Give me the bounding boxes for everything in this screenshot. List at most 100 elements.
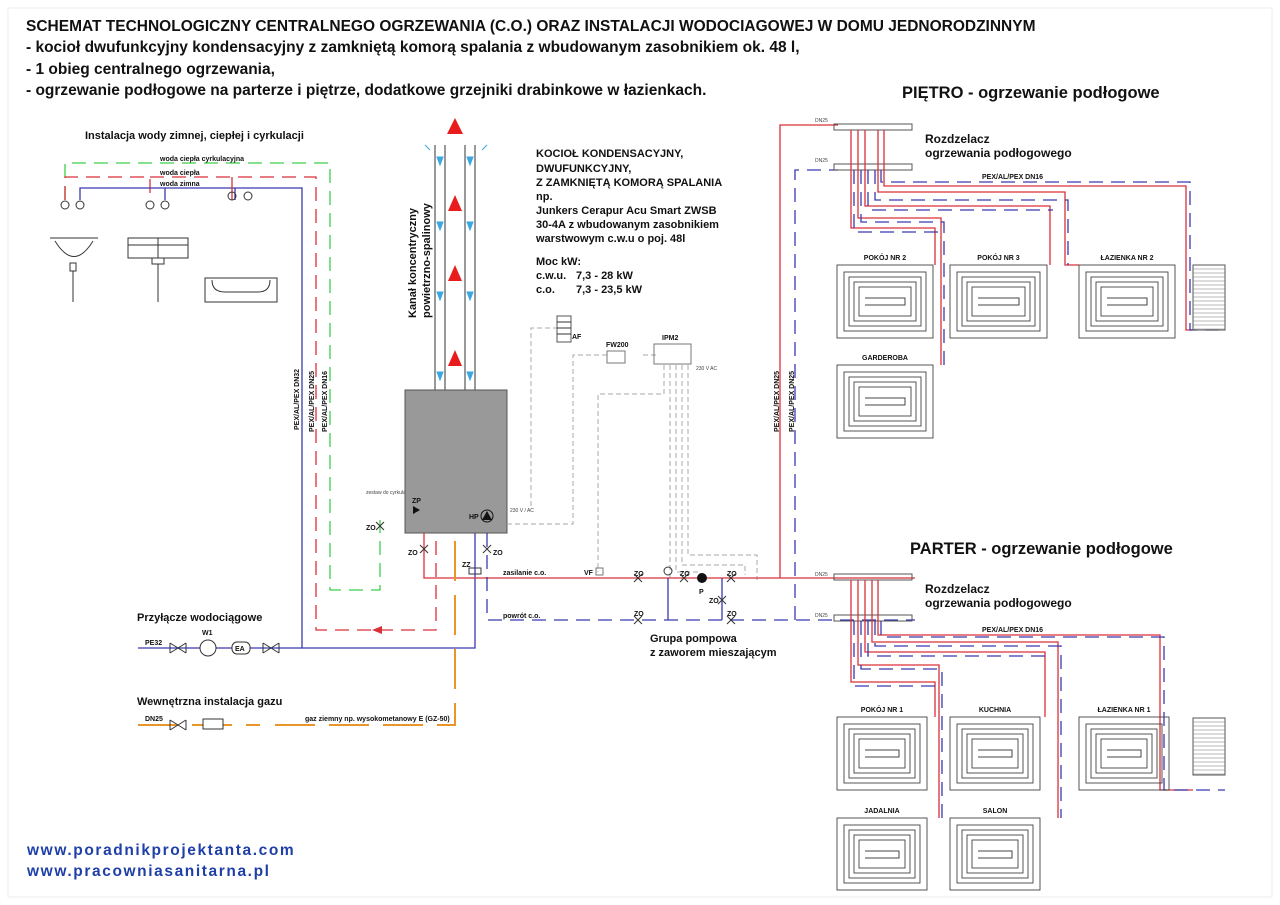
coil-loop [853, 281, 917, 322]
boiler-desc-7: warstwowym c.w.u o poj. 48l [535, 233, 685, 245]
mixing-pump-icon [697, 573, 707, 583]
coil-loop [949, 716, 1041, 791]
coil-loop [949, 817, 1041, 891]
power-cwu-label: c.w.u. [536, 270, 566, 282]
coil-loop [843, 824, 921, 884]
coil-loop [836, 264, 934, 339]
subtitle-line-2: - 1 obieg centralnego ogrzewania, [26, 61, 275, 78]
control-wires [507, 327, 758, 580]
room-coil: ŁAZIENKA NR 1 [1078, 707, 1170, 791]
room-label: KUCHNIA [979, 707, 1011, 714]
coil-loop [1085, 723, 1163, 784]
backflow-preventer-icon [231, 641, 251, 655]
boiler-voltage: 230 V / AC [510, 508, 534, 514]
coil-loop [836, 364, 934, 439]
boiler-desc-1: KOCIOŁ KONDENSACYJNY, [536, 148, 683, 160]
pipe-label: PEX/AL/PEX DN16 [982, 174, 1043, 181]
ground-floor-title: PARTER - ogrzewanie podłogowe [910, 540, 1173, 558]
power-title: Moc kW: [536, 256, 581, 268]
flow-arrow-icon [372, 626, 382, 634]
manifold-label-1: Rozdzelacz [925, 582, 990, 596]
room-coil: SALON [949, 808, 1041, 891]
supply-label: zasilanie c.o. [503, 570, 546, 577]
coil-loop [1090, 276, 1164, 327]
dn-supply: DN25 [815, 572, 828, 578]
valve-icons [419, 544, 736, 625]
room-label: ŁAZIENKA NR 1 [1097, 707, 1150, 714]
ipm2-module-icon [653, 343, 692, 365]
controls: AF FW200 IPM2 230 V AC VF [507, 315, 758, 580]
zo-label: ZO [634, 611, 644, 618]
coil-loop [843, 723, 921, 784]
towel-radiator-icon [1192, 717, 1226, 776]
manifold-supply [833, 123, 913, 131]
power-cwu: 7,3 - 28 kW [576, 270, 633, 282]
coil-loop [853, 733, 911, 774]
fw200-controller-icon [606, 350, 626, 364]
coil-loop [848, 728, 916, 779]
coil-center [865, 850, 900, 859]
coil-loop [1078, 716, 1170, 791]
room-coil: ŁAZIENKA NR 2 [1078, 255, 1176, 339]
valve-icons [169, 642, 280, 654]
frame [7, 7, 1273, 898]
brick-lines [557, 321, 571, 335]
coil-loop [961, 276, 1036, 327]
pump-group-label-2: z zaworem mieszającym [650, 647, 777, 659]
pump-group-label-1: Grupa pompowa [650, 633, 738, 645]
pipe-label: PEX/AL/PEX DN16 [982, 627, 1043, 634]
coil-loop [853, 381, 917, 422]
coil-center [865, 397, 906, 406]
room-label: POKÓJ NR 2 [864, 253, 907, 262]
coil-loop [961, 829, 1029, 879]
return-pipe [486, 169, 915, 621]
circulation-pipe [64, 162, 381, 591]
coil-loop [1090, 728, 1158, 779]
sink-icon [127, 237, 189, 302]
exhaust-arrow-icons [447, 118, 463, 366]
boiler: ZP HP 230 V / AC KOCIOŁ KONDENSACYJNY, D… [404, 148, 722, 534]
coil-center [865, 297, 906, 306]
vf-label: VF [584, 570, 594, 577]
towel-radiator-icon [1192, 264, 1226, 331]
ground-supply-loops [850, 580, 1193, 818]
circ-set-label: zestaw do cyrkulacji [366, 490, 410, 496]
upper-floor: PIĘTRO - ogrzewanie podłogowe DN25 DN25 … [815, 84, 1225, 365]
ipm2-label: IPM2 [662, 335, 678, 342]
manifold-supply [833, 573, 913, 581]
coil-center [865, 749, 900, 758]
dn-return: DN25 [815, 158, 828, 164]
footer-url-1[interactable]: www.poradnikprojektanta.com [26, 842, 295, 859]
zo-label: ZO [727, 571, 737, 578]
room-label: GARDEROBA [862, 355, 908, 362]
riser-label-supply: PEX/AL/PEX DN25 [774, 371, 781, 432]
pump-triangle-icon [482, 511, 492, 520]
flue-duct: Kanał koncentryczny powietrzno-spalinowy [407, 118, 488, 390]
zo-label: ZO [709, 598, 719, 605]
hot-label: woda ciepła [159, 170, 200, 177]
footer-url-2[interactable]: www.pracowniasanitarna.pl [26, 863, 271, 880]
hot-water-pipe [64, 176, 437, 631]
manifold-return [833, 614, 913, 622]
boiler-body [404, 389, 508, 534]
zo-label: ZO [634, 571, 644, 578]
manifold-label-1: Rozdzelacz [925, 132, 990, 146]
washbasin-icon [50, 237, 98, 302]
boiler-desc-4: np. [536, 191, 553, 203]
heating-pump-icon [480, 509, 494, 523]
subtitle-line-3: - ogrzewanie podłogowe na parterze i pię… [26, 82, 706, 99]
zz-label: ZZ [462, 562, 471, 569]
power-co: 7,3 - 23,5 kW [576, 284, 643, 296]
coil-center [978, 297, 1020, 306]
coil-center [1107, 297, 1148, 306]
upper-return-loops [853, 170, 1225, 365]
riser-label-dn25: PEX/AL/PEX DN25 [309, 371, 316, 432]
gas-installation: Wewnętrzna instalacja gazu DN25 gaz ziem… [137, 533, 456, 731]
bathtub-icon [204, 277, 278, 303]
gas-label: gaz ziemny np. wysokometanowy E (GZ-50) [305, 716, 450, 723]
coil-loop [843, 371, 927, 432]
meter-label: W1 [202, 630, 213, 637]
zo-label: ZO [680, 571, 690, 578]
